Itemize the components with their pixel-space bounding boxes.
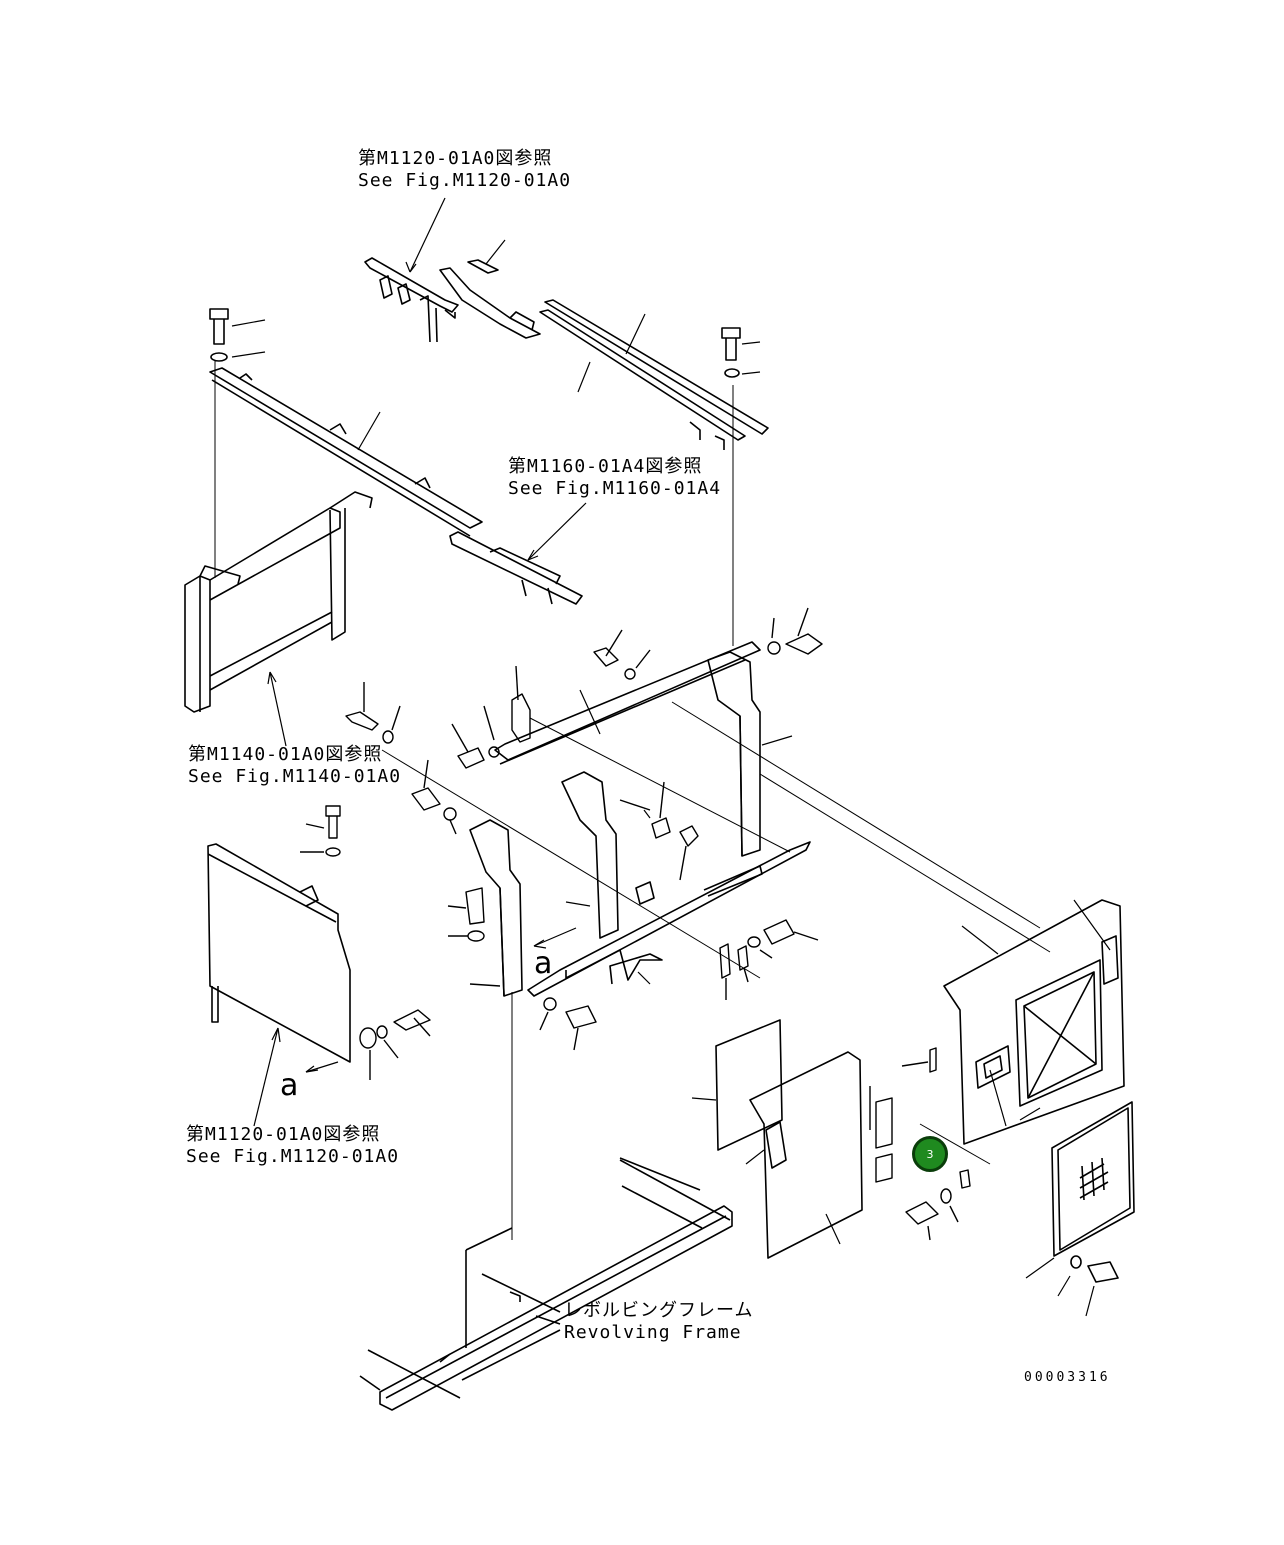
floor-rail-pieces	[527, 809, 811, 997]
door-hinge-strips	[869, 1086, 893, 1183]
reference-label-bottom-jp: 第M1120-01A0図参照	[186, 1124, 381, 1145]
side-latch	[901, 1047, 937, 1073]
front-post-left	[469, 819, 523, 997]
top-rail-channel	[439, 267, 769, 450]
rear-door-panel	[943, 899, 1125, 1145]
floor-bolts	[539, 919, 819, 1051]
top-rail-bracket	[364, 257, 459, 343]
lower-bolts	[905, 1169, 971, 1241]
lower-door-left	[691, 1019, 783, 1151]
middle-long-beam	[494, 641, 761, 765]
document-number: 00003316	[1024, 1370, 1111, 1385]
lower-door-main	[745, 1051, 863, 1259]
reference-label-left-jp: 第M1140-01A0図参照	[188, 744, 383, 765]
leader-lines-top	[405, 197, 646, 393]
revolving-frame-label-en: Revolving Frame	[564, 1322, 742, 1343]
view-marker-a-center: a	[534, 946, 553, 981]
left-top-beam	[209, 367, 483, 537]
revolving-frame-label: レボルビングフレーム Revolving Frame	[564, 1300, 753, 1344]
front-left-bolts	[300, 805, 501, 987]
reference-label-bottom-en: See Fig.M1120-01A0	[186, 1146, 400, 1167]
middle-post-right	[707, 651, 793, 857]
reference-label-mid-en: See Fig.M1160-01A4	[508, 478, 722, 499]
reference-label-left-en: See Fig.M1140-01A0	[188, 766, 402, 787]
bolt-top-right	[721, 327, 761, 646]
reference-label-top-en: See Fig.M1120-01A0	[358, 170, 572, 191]
grille-panel	[1025, 1101, 1135, 1317]
middle-post-center	[561, 771, 619, 939]
view-marker-a-left: a	[280, 1068, 299, 1103]
reference-label-bottom: 第M1120-01A0図参照 See Fig.M1120-01A0	[186, 1124, 399, 1168]
mid-bolts	[345, 607, 823, 881]
left-frame-u	[184, 360, 373, 747]
reference-label-left: 第M1140-01A0図参照 See Fig.M1140-01A0	[188, 744, 401, 788]
part-callout-3[interactable]: 3	[912, 1136, 948, 1172]
bolt-top-left	[209, 308, 266, 362]
reference-label-mid-jp: 第M1160-01A4図参照	[508, 456, 703, 477]
reference-label-top: 第M1120-01A0図参照 See Fig.M1120-01A0	[358, 148, 571, 192]
reference-label-top-jp: 第M1120-01A0図参照	[358, 148, 553, 169]
revolving-frame	[359, 1157, 733, 1411]
mid-channel-segment	[449, 502, 587, 605]
left-side-panel	[207, 843, 351, 1127]
assembly-lines	[381, 701, 1051, 1240]
reference-label-mid: 第M1160-01A4図参照 See Fig.M1160-01A4	[508, 456, 721, 500]
top-small-plate	[467, 259, 499, 274]
left-panel-bolts	[359, 1009, 431, 1080]
revolving-frame-label-jp: レボルビングフレーム	[564, 1300, 754, 1321]
